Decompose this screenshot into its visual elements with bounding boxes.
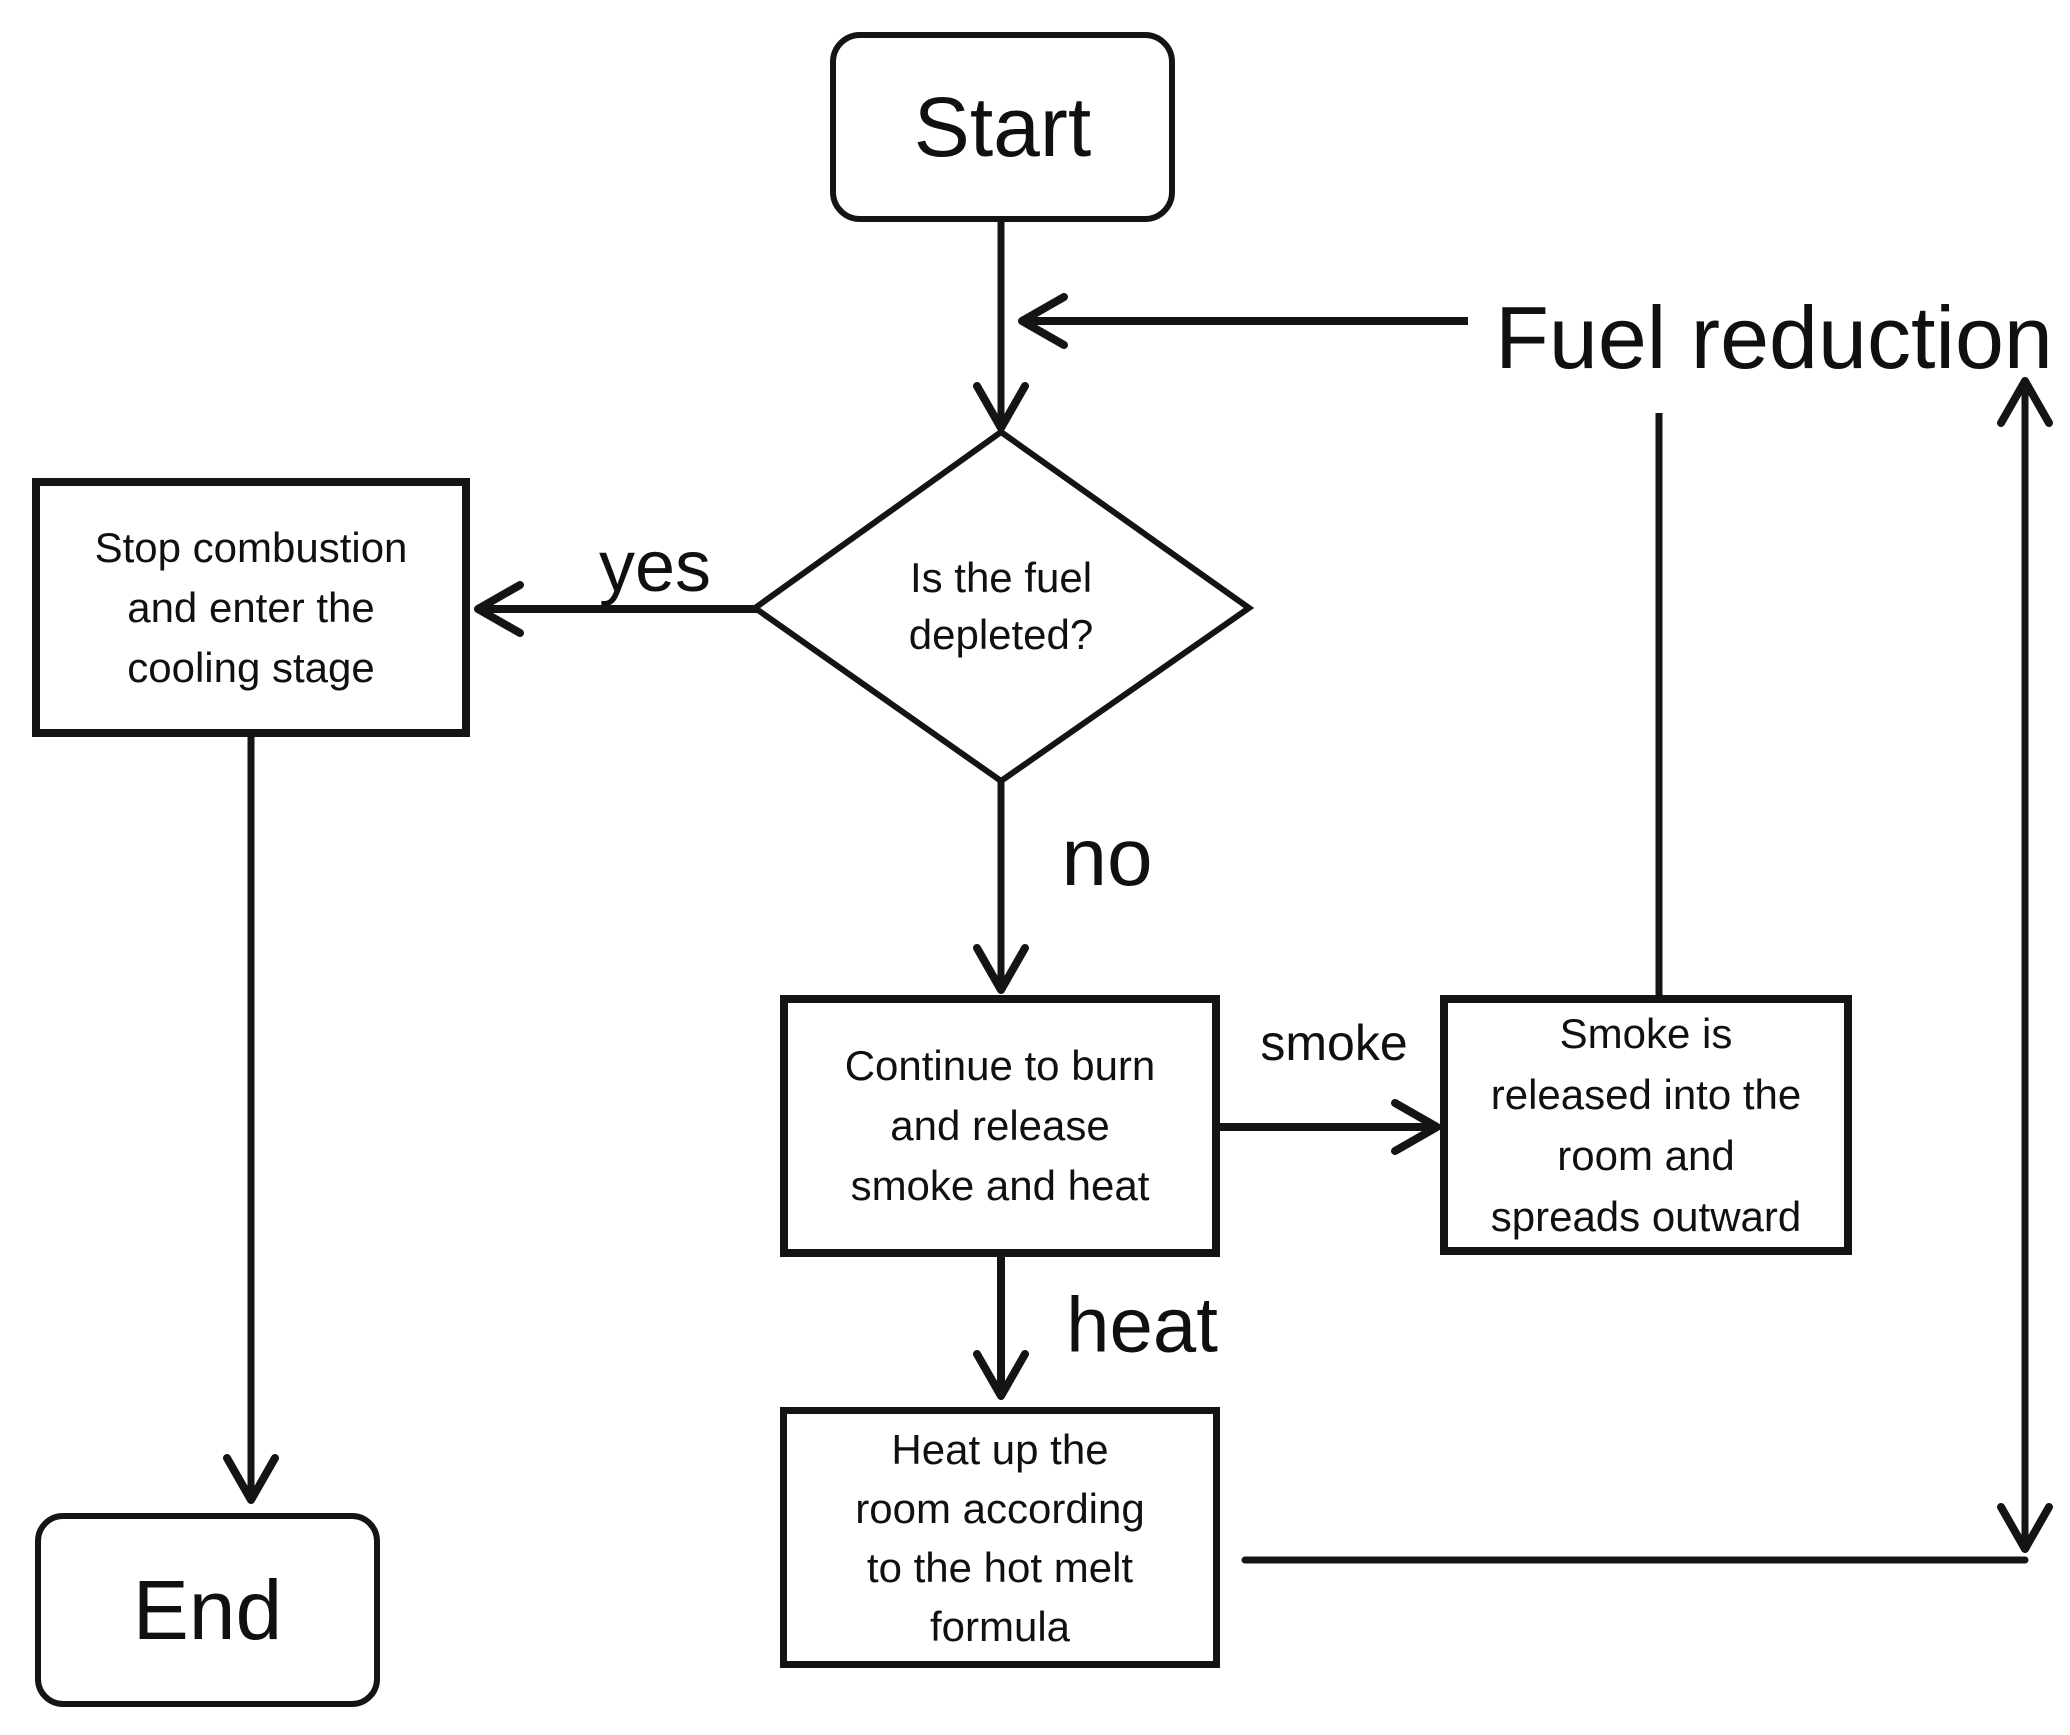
node-start-label: Start: [913, 80, 1092, 174]
label-smoke: smoke: [1260, 1015, 1408, 1071]
edge-heat-arrowhead: [973, 1350, 1029, 1400]
edge-heat-feedback-loop: [1241, 377, 2053, 1564]
node-smoke-released-label: Smoke is released into the room and spre…: [1490, 1010, 1802, 1240]
edge-smoke-arrowhead: [1391, 1099, 1441, 1155]
label-no: no: [1061, 812, 1153, 903]
edge-fuel-reduction-arrowhead: [1018, 293, 1068, 349]
node-heat-room: Heat up the room according to the hot me…: [780, 1407, 1220, 1668]
edge-no-arrowhead: [973, 944, 1029, 994]
edge-decision-to-continue: [973, 781, 1029, 994]
edge-feedback-up-arrowhead: [1997, 377, 2053, 427]
node-continue-burn: Continue to burn and release smoke and h…: [780, 995, 1220, 1257]
node-stop-combustion: Stop combustion and enter the cooling st…: [32, 478, 470, 737]
label-fuel-reduction: Fuel reduction: [1495, 288, 2053, 387]
node-stop-combustion-label: Stop combustion and enter the cooling st…: [94, 523, 408, 691]
edge-start-to-decision: [973, 222, 1029, 432]
edge-fuel-reduction-to-main-line: [1018, 293, 1468, 349]
label-yes: yes: [598, 527, 712, 607]
edge-continue-to-smoke: [1220, 1099, 1441, 1155]
node-heat-room-label: Heat up the room according to the hot me…: [855, 1425, 1145, 1650]
node-start: Start: [830, 32, 1175, 222]
node-end: End: [35, 1513, 380, 1707]
node-smoke-released: Smoke is released into the room and spre…: [1440, 995, 1852, 1255]
edge-decision-to-stop: [474, 581, 757, 637]
edge-start-to-decision-arrowhead: [973, 382, 1029, 432]
edge-yes-arrowhead: [474, 581, 524, 637]
edge-stop-end-arrowhead: [223, 1454, 279, 1504]
node-decision-label: Is the fuel depleted?: [908, 554, 1094, 658]
node-end-label: End: [132, 1563, 283, 1657]
edge-feedback-down-arrowhead: [1997, 1503, 2053, 1553]
node-continue-burn-label: Continue to burn and release smoke and h…: [844, 1042, 1156, 1209]
label-heat: heat: [1066, 1280, 1218, 1369]
edge-stop-to-end: [223, 737, 279, 1504]
edge-continue-to-heat: [973, 1257, 1029, 1400]
